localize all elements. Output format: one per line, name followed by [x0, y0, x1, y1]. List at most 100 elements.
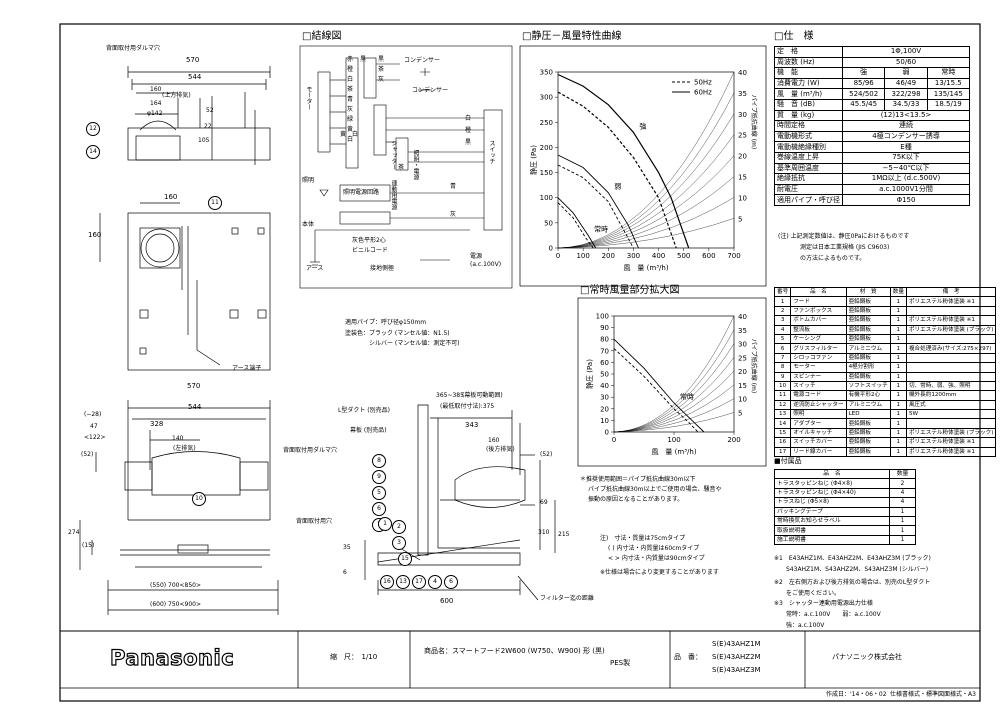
pipe-resistance-curve [557, 92, 735, 249]
parts-cell: 亜鉛鋼板 [845, 315, 891, 326]
wiring-label: 照明・電源 [412, 150, 419, 180]
y2-tick-label: 10 [738, 396, 747, 404]
plot-area [613, 315, 735, 433]
parts-cell: フード [790, 296, 847, 307]
pq-detail-title: □常時風量部分拡大図 [580, 285, 680, 296]
spec-value: 常時 [926, 67, 971, 79]
wiring-label: 灰 [378, 76, 385, 83]
parts-cell: ポリエステル粉体塗装 ※1 [905, 446, 997, 458]
label-upper: (上方排気) [162, 92, 191, 99]
wiring-label: 連動用電源 [390, 180, 397, 210]
parts-cell: 亜鉛鋼板 [845, 446, 891, 458]
parts-cell: 亜鉛鋼板 [845, 371, 891, 382]
wiring-label: 本体 [302, 221, 315, 228]
parts-cell: 16 [773, 437, 792, 448]
wiring-label: 照明 [302, 177, 315, 184]
dim-164: 164 [150, 100, 162, 107]
parts-cell: 整流板 [790, 324, 847, 335]
y-tick-label: 70 [600, 347, 609, 355]
y-tick-label: 0 [605, 429, 609, 437]
y-tick-label: 150 [540, 169, 553, 177]
spec-value: 46/49 [884, 77, 928, 90]
y2-tick-label: 40 [738, 69, 747, 77]
dim-700: (550) 700<850> [150, 582, 201, 589]
wiring-label: 白 [352, 131, 359, 138]
y-tick-label: 100 [596, 313, 609, 321]
dim-69: 69 [540, 499, 548, 506]
footnote-line: ※2 左右側方および後方排気の場合は、別売のL型ダクト [774, 579, 931, 586]
series-label: 常時 [680, 392, 694, 401]
scale-label: 縮 尺： 1/10 [330, 653, 378, 661]
wiring-label: 白 [347, 76, 354, 83]
dim-52a: 52 [206, 107, 214, 114]
acc-row: トラスタッピンねじ (Φ4×8)2 [774, 478, 916, 489]
pipe-resistance-curve [613, 357, 735, 433]
spec-value: 50/60 [842, 56, 970, 69]
parts-cell: 逆流防止シャッター [790, 399, 847, 411]
parts-cell: 3 [773, 315, 792, 326]
acc-cell: 2 [889, 478, 916, 489]
date-line: 作成日：'14・06・02 [826, 691, 887, 698]
spec-label: 質 量 (kg) [774, 109, 843, 122]
dim-570a: 570 [186, 56, 200, 64]
parts-cell: LED [845, 409, 891, 420]
parts-cell: 1 [889, 390, 907, 401]
callout-circle: 8 [372, 454, 386, 468]
y2-tick-label: 15 [738, 174, 747, 182]
dim-343: 343 [465, 421, 479, 429]
parts-cell: 4 [773, 324, 792, 335]
spec-label: 騒 音 (dB) [774, 98, 843, 111]
dim-52c: (52) [540, 451, 553, 458]
spec-label: 電動機絶縁種別 [774, 141, 843, 153]
parts-cell: アダプター [790, 418, 847, 429]
pipe-resistance-curve [557, 155, 735, 249]
wiring-label: 灰 [347, 106, 354, 113]
wiring-label: 照明電源回路 [343, 189, 380, 196]
spec-label: 適用パイプ・呼び径 [774, 194, 843, 206]
y-axis-label: 静圧 (Pa) [585, 359, 594, 389]
x-tick-label: 0 [612, 436, 616, 444]
spec-label: 風 量 (m³/h) [774, 88, 843, 100]
spec-value: a.c.1000V1分間 [842, 183, 970, 196]
spec-label: 基準周囲温度 [774, 162, 843, 175]
acc-row: トラスねじ (Φ5×8)4 [774, 497, 916, 508]
parts-cell: 12 [773, 399, 792, 411]
wiring-label: 緑 [347, 116, 354, 123]
spec-label: 時間定格 [774, 120, 843, 132]
company-name: パナソニック株式会社 [832, 653, 902, 661]
y-tick-label: 0 [549, 245, 553, 253]
spec-value: 75K以下 [842, 151, 970, 164]
form-line: 仕様書様式・標準図面様式・A3 [890, 691, 976, 698]
parts-cell: 6 [773, 343, 792, 354]
y2-tick-label: 35 [738, 327, 747, 335]
spec-row: 質 量 (kg)(12)13<13.5> [774, 109, 970, 122]
x-tick-label: 300 [627, 252, 640, 260]
dim-140: 140 [172, 435, 184, 442]
parts-header-cell: 品 名 [790, 286, 847, 298]
acc-row: トラスタッピンねじ (Φ4×40)4 [774, 487, 916, 499]
label-paint-color-2: シルバー (マンセル値：測定不可) [369, 340, 460, 347]
spec-label: 消費電力 (W) [774, 77, 843, 90]
y2-tick-label: 30 [738, 341, 747, 349]
spec-value: 4極コンデンサー誘導 [842, 130, 970, 143]
y2-axis-label: パイプ抵抗曲線 (m) [750, 95, 758, 149]
wiring-section-title: □結線図 [302, 31, 342, 42]
spec-label: 定 格 [774, 46, 843, 58]
series-line-50Hz-常時 [613, 348, 699, 433]
dim-phi142: φ142 [147, 110, 163, 117]
parts-cell [905, 333, 997, 345]
acc-header-cell: 品 名 [774, 468, 890, 480]
parts-header-cell: 番号 [773, 286, 792, 298]
acc-cell: 1 [889, 525, 916, 536]
